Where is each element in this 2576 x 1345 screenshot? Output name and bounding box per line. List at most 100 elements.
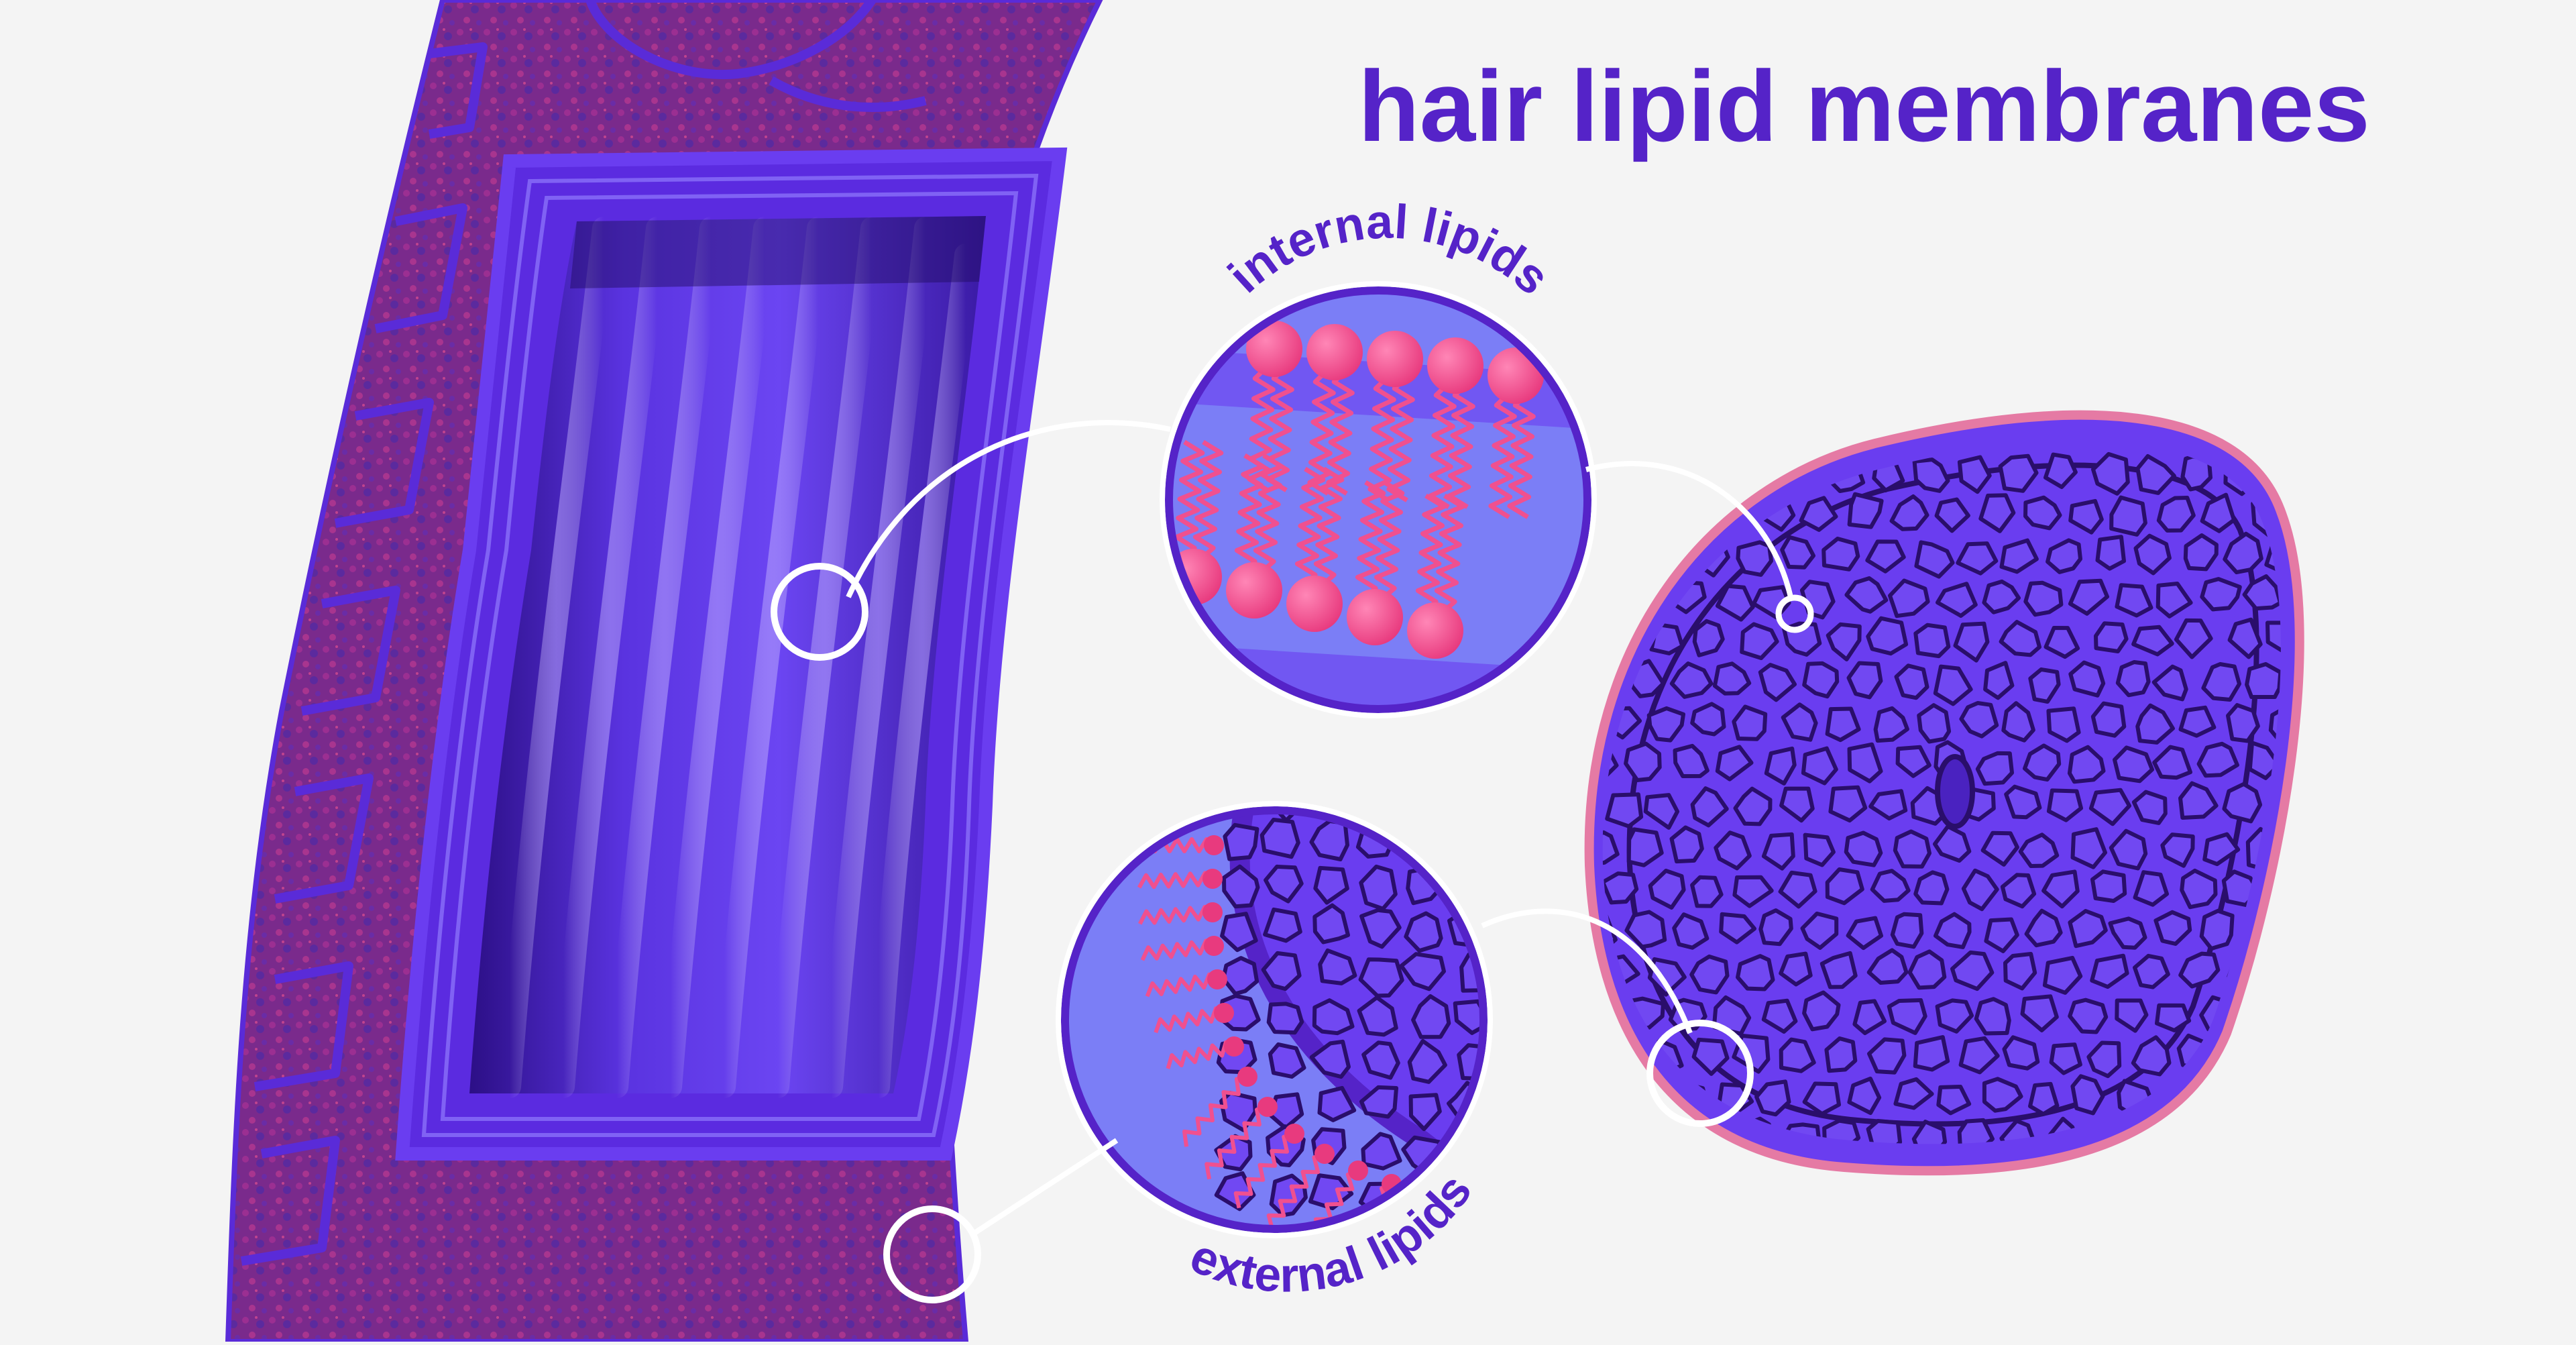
cortex-cell [1998, 453, 2039, 493]
cortex-cell [1846, 916, 1883, 951]
callout-cell [1220, 912, 1258, 953]
cortex-cell [2068, 909, 2108, 949]
cortex-cell [1736, 540, 1773, 577]
cortex-cell [2196, 741, 2239, 778]
cortex-cell [1852, 999, 1887, 1035]
cortex-cell [1761, 998, 1798, 1034]
cortex-cell [2068, 578, 2109, 616]
cortex-cell [1758, 908, 1793, 947]
cortex-cell [2046, 788, 2083, 822]
cortex-cell [2043, 626, 2080, 659]
cortex-cell [1691, 1037, 1730, 1076]
cortex-cell [1984, 917, 2019, 953]
cortex-cell [2265, 621, 2281, 653]
cortex-cell [2153, 910, 2192, 946]
lipid-tail [1205, 1105, 1268, 1180]
cortex-cell [1866, 948, 1909, 985]
cortex-cell [2131, 790, 2168, 825]
cortex-cell [2227, 617, 2263, 659]
lipid-tail [1140, 938, 1215, 961]
cortex-cell [2244, 998, 2281, 1036]
callout-cell [1457, 1132, 1482, 1171]
cortex-cell [1959, 701, 1999, 739]
cortex-cell [1982, 579, 2021, 614]
cortex-cell [2182, 1117, 2218, 1144]
cortex-cell [1983, 661, 2015, 700]
cortex-cell [1888, 578, 1930, 618]
cortex-cell [2086, 1040, 2122, 1079]
cortex-cell [1602, 1081, 1620, 1119]
cortex-cell [2133, 870, 2169, 907]
cortex-cell [2109, 495, 2147, 537]
cortex-cell [1712, 661, 1752, 696]
cortex-cell [1933, 824, 1972, 863]
cortex-cell [1740, 622, 1779, 660]
cortex-cell [1803, 832, 1836, 867]
lipid-tail [1233, 1132, 1295, 1209]
cortex-cell [1802, 990, 1841, 1032]
cortex-cell [1822, 537, 1860, 572]
cortex-cell [1958, 1036, 2000, 1075]
lipid-tail [1447, 384, 1475, 509]
lipid-tail [1266, 1152, 1325, 1228]
lipid-tail [1182, 1075, 1248, 1147]
lipid-tail [1326, 370, 1355, 496]
cortex-cell [1802, 661, 1840, 699]
cortex-cell [2090, 953, 2129, 989]
magnifier-ring-cross-section-edge [1646, 1020, 1754, 1127]
cortex-cell [2223, 531, 2263, 575]
cortex-cell [1934, 497, 1970, 533]
medulla [1935, 754, 1975, 829]
cortex-cell [1764, 746, 1797, 786]
cortex-cell [2109, 828, 2148, 871]
cortex-cell [2043, 452, 2078, 489]
callout-cell [1223, 822, 1259, 861]
lipid-tail [1234, 453, 1266, 572]
cortex-cell [1802, 1081, 1841, 1116]
cortex-cell [2264, 1037, 2281, 1076]
cortex-cell [2028, 1081, 2060, 1116]
cortex-cell [1824, 1036, 1858, 1073]
callout-cell [1409, 777, 1446, 810]
cortex-cell [1643, 793, 1680, 830]
cortex-cell [2151, 664, 2188, 702]
cortex-cell [2226, 703, 2260, 743]
cortex-cell [1894, 663, 1929, 700]
cortex-cell [1907, 949, 1947, 990]
cortex-cell [1719, 912, 1756, 945]
cortex-cell [1917, 703, 1952, 744]
callout-cell [1361, 1040, 1400, 1080]
cortex-cell [1936, 582, 1978, 618]
lipid-tail [1303, 1169, 1359, 1228]
cortex-cell [1754, 1079, 1791, 1117]
cortex-cell [1865, 539, 1906, 574]
magnifier-ring-cross-section-inner [1775, 594, 1814, 633]
cortex-cell [1690, 875, 1724, 908]
cortex-cell [2242, 574, 2281, 611]
lipid-tail [1355, 480, 1386, 599]
page-title: hair lipid membranes [1358, 50, 2370, 162]
cortex-cell [1732, 875, 1774, 908]
cortex-cell [2068, 498, 2104, 535]
callout-cell [1359, 1085, 1398, 1119]
cortex-cell [2023, 580, 2064, 617]
cortex-cell [1978, 493, 2016, 533]
cortex-cell [1819, 951, 1858, 989]
external-lipids-callout: external lipids [1056, 777, 1493, 1303]
cortex-cell [2018, 832, 2060, 868]
callout-cell [1263, 907, 1302, 943]
cortex-cell [1825, 706, 1861, 743]
cortex-cell [1778, 870, 1817, 909]
cortex-lamellae [421, 173, 1039, 1137]
cortex-cell [1873, 706, 1909, 743]
callout-cell [1456, 872, 1482, 906]
lipid-tail [1507, 394, 1536, 519]
cortex-cell [2202, 832, 2241, 867]
callout-cell [1359, 908, 1402, 949]
cortex-cell [2264, 1121, 2281, 1144]
callout-cell [1261, 951, 1302, 991]
cortex-cell [1640, 539, 1683, 575]
lipid-head [1257, 1097, 1278, 1117]
lipid-head [1226, 562, 1282, 618]
lipid-head [1347, 589, 1403, 645]
